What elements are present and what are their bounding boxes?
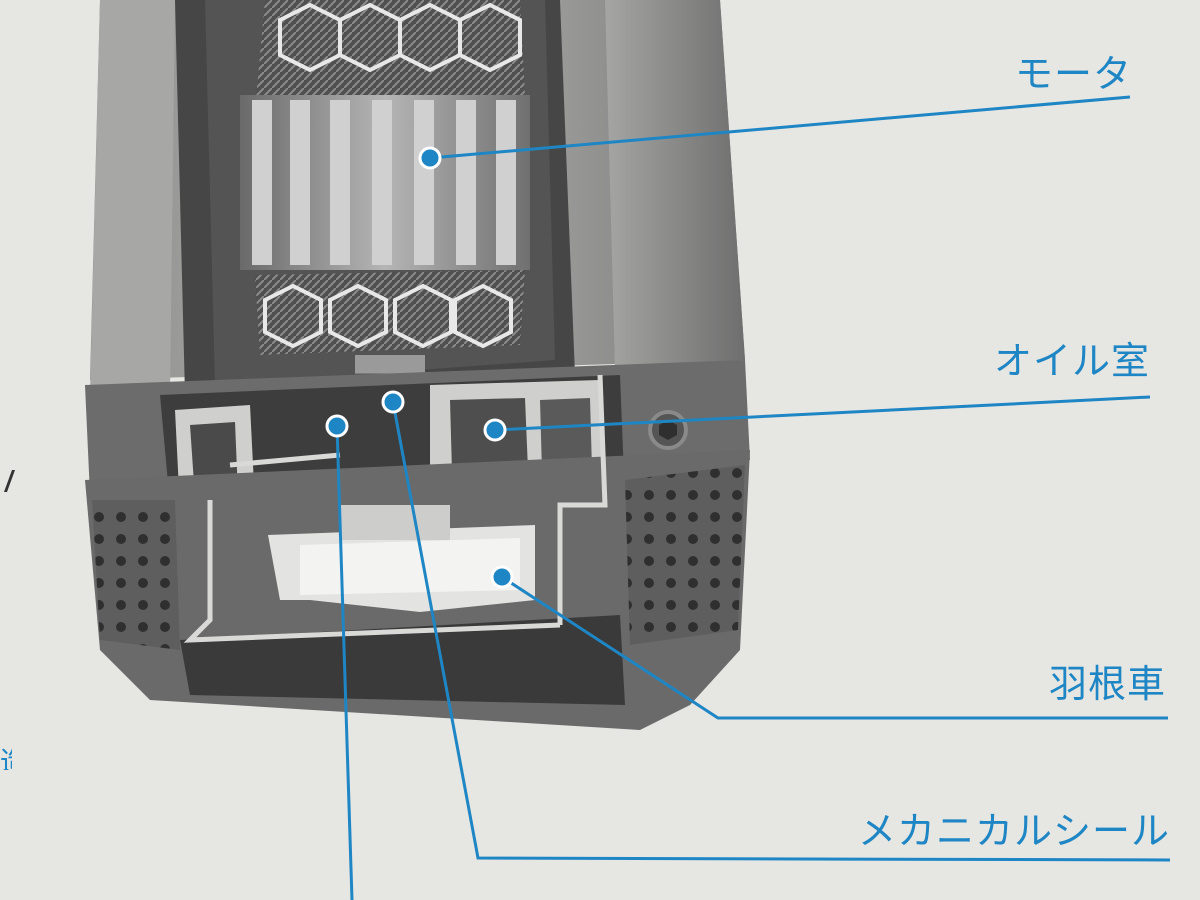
callout-dots xyxy=(325,146,514,589)
motor-winding-bottom xyxy=(255,270,525,355)
leader-line-mechanical-seal xyxy=(391,401,1171,862)
leader-line-impeller xyxy=(501,575,1168,720)
callout-dot-offpage xyxy=(325,414,349,438)
callout-dot-oil-chamber xyxy=(483,418,507,442)
label-impeller: 羽根車 xyxy=(1048,662,1166,706)
leader-line-offpage xyxy=(335,425,354,900)
label-mechanical-seal: メカニカルシール xyxy=(857,809,1170,853)
impeller xyxy=(268,505,535,612)
leader-lines xyxy=(335,95,1171,900)
leader-line-oil-chamber xyxy=(494,395,1151,432)
edge-fragment-glyph: 造 xyxy=(0,740,12,770)
motor-stator-core xyxy=(240,95,530,270)
callout-dot-impeller xyxy=(490,565,514,589)
leader-line-motor xyxy=(429,95,1131,160)
label-oil-chamber: オイル室 xyxy=(993,339,1150,383)
label-motor: モータ xyxy=(1014,52,1132,96)
callout-dot-motor xyxy=(418,146,442,170)
motor-winding-top xyxy=(255,0,525,110)
callout-dot-mechanical-seal xyxy=(381,390,405,414)
inner-frame-outline xyxy=(183,374,608,643)
